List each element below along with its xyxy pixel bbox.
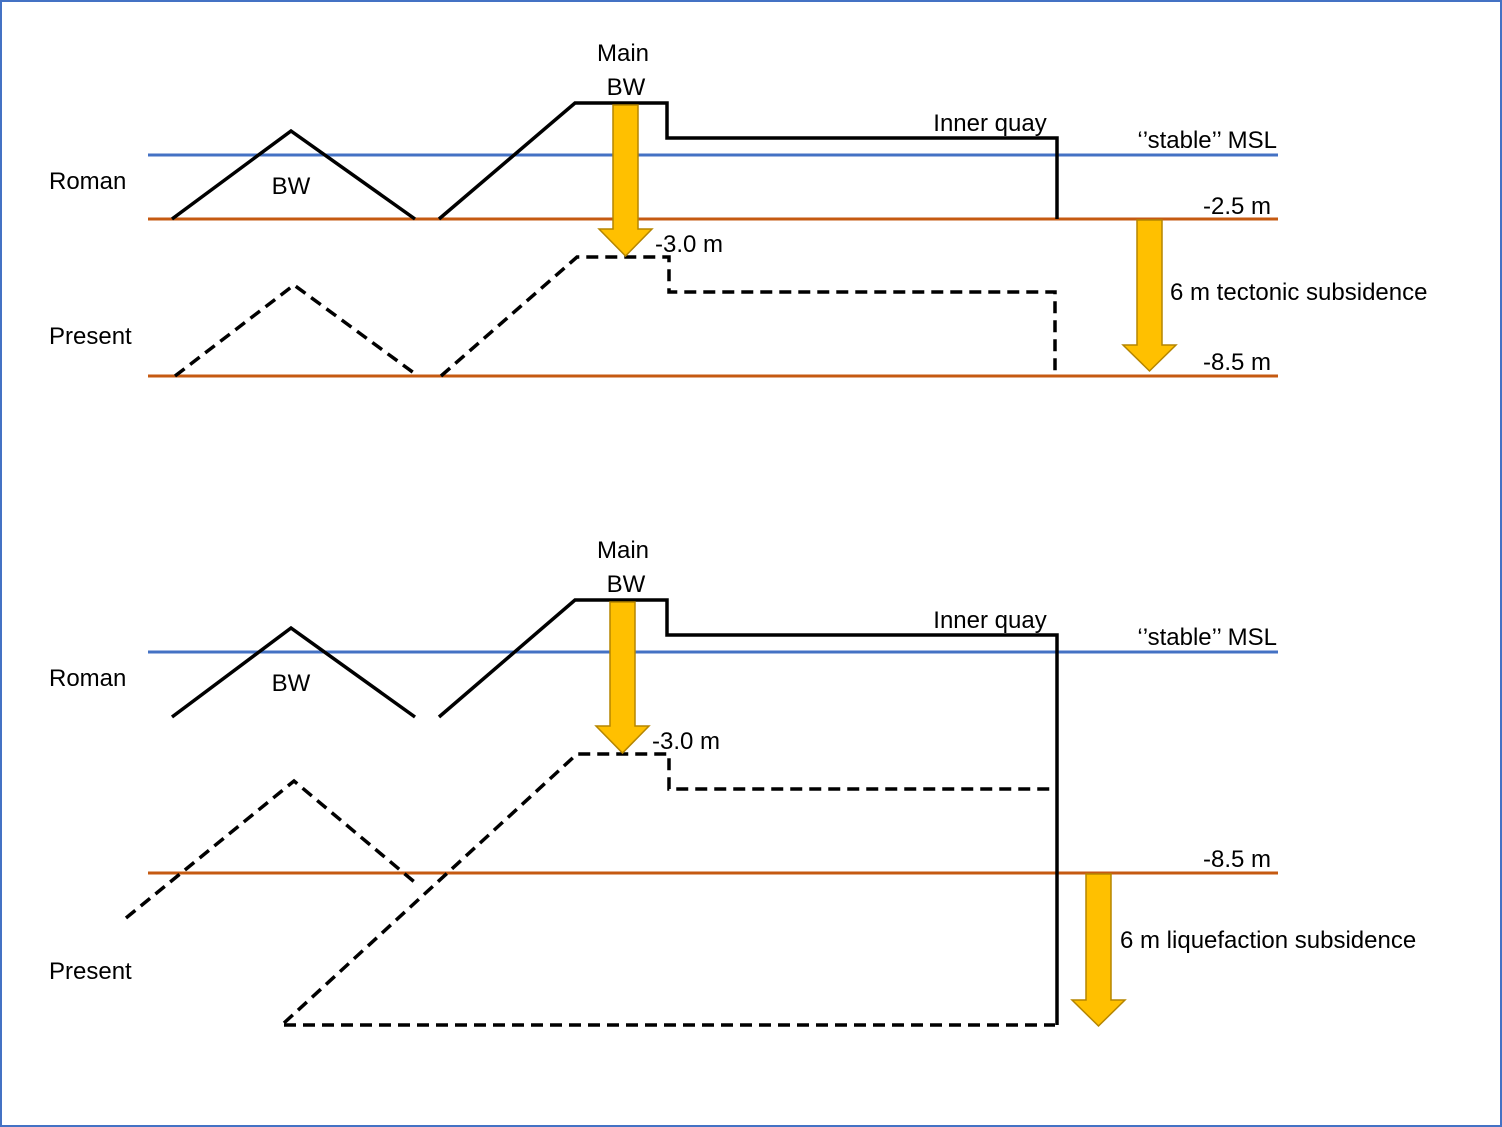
roman-breakwater-outline xyxy=(170,625,417,719)
label-present: Present xyxy=(49,323,132,350)
label-drop: -3.0 m xyxy=(655,231,723,258)
label-msl: ‘’stable’’ MSL xyxy=(1137,127,1277,154)
label-main-bw-line2: BW xyxy=(607,74,646,101)
roman-main-breakwater-quay-outline xyxy=(437,598,1059,1025)
label-drop: -3.0 m xyxy=(652,728,720,755)
down-arrow-icon xyxy=(1070,873,1127,1028)
label-roman: Roman xyxy=(49,168,126,195)
label-main-bw-line2: BW xyxy=(607,571,646,598)
label-present: Present xyxy=(49,958,132,985)
label-roman: Roman xyxy=(49,665,126,692)
roman-main-breakwater-quay-outline xyxy=(437,101,1059,221)
label-level-top: -2.5 m xyxy=(1203,193,1271,220)
down-arrow-icon xyxy=(1121,219,1178,373)
roman-breakwater-outline xyxy=(170,128,417,221)
panel-liquefaction: Roman Present BW Main BW Inner quay ‘’st… xyxy=(49,537,1416,1028)
label-inner-quay: Inner quay xyxy=(933,110,1046,137)
label-inner-quay: Inner quay xyxy=(933,607,1046,634)
present-main-breakwater-quay-outline xyxy=(282,752,1055,1025)
label-main-bw-line1: Main xyxy=(597,40,649,67)
label-subsidence: 6 m tectonic subsidence xyxy=(1170,279,1427,306)
label-level-bottom: -8.5 m xyxy=(1203,846,1271,873)
panel-tectonic: Roman Present BW Main BW Inner quay ‘’st… xyxy=(49,40,1427,378)
label-bw: BW xyxy=(272,670,311,697)
label-main-bw-line1: Main xyxy=(597,537,649,564)
label-level-bottom: -8.5 m xyxy=(1203,349,1271,376)
label-msl: ‘’stable’’ MSL xyxy=(1137,624,1277,651)
present-breakwater-outline xyxy=(124,778,420,920)
label-subsidence: 6 m liquefaction subsidence xyxy=(1120,927,1416,954)
label-bw: BW xyxy=(272,173,311,200)
present-breakwater-outline xyxy=(173,282,420,378)
down-arrow-icon xyxy=(597,104,654,258)
down-arrow-icon xyxy=(594,601,651,755)
present-main-breakwater-quay-outline xyxy=(439,255,1057,378)
